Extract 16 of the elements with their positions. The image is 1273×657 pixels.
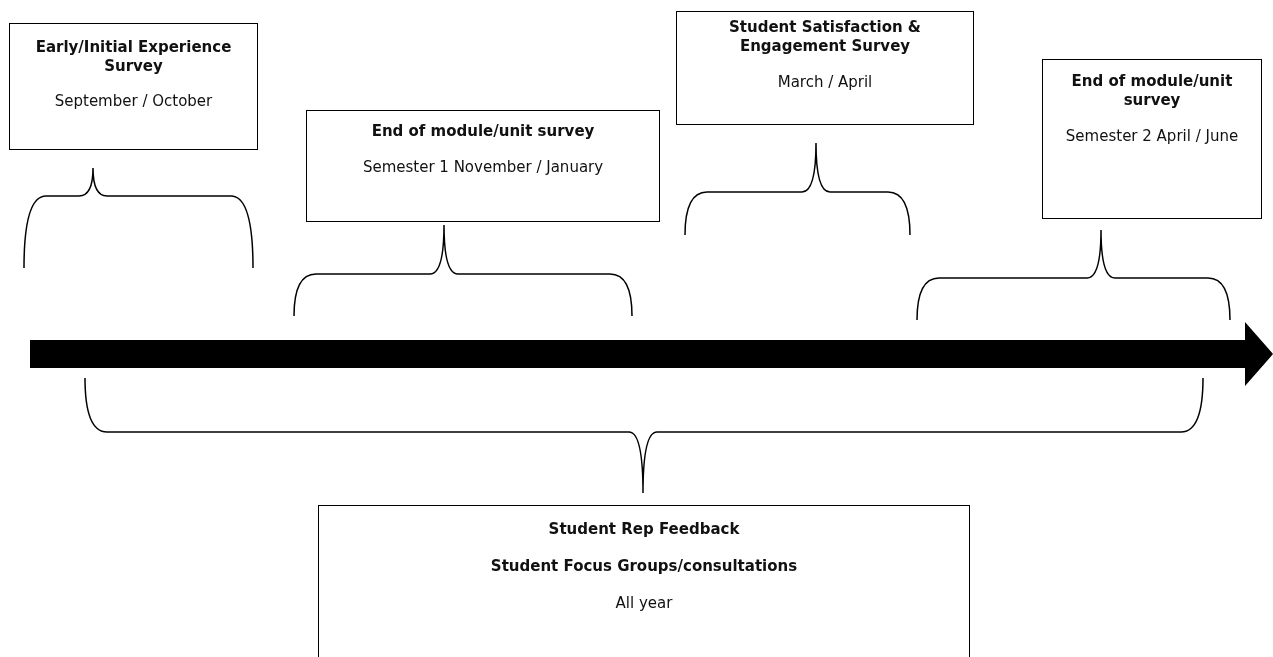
text-box (318, 505, 970, 657)
survey-title: End of module/unit survey (371, 122, 595, 141)
survey-title: Student Satisfaction & Engagement Survey (728, 18, 922, 56)
timeframe-text: All year (615, 594, 673, 613)
survey-title: Student Focus Groups/consultations (490, 557, 798, 576)
timeframe-text: September / October (54, 92, 213, 111)
timeframe-text: Semester 2 April / June (1065, 127, 1239, 146)
text-box (306, 110, 660, 222)
text-box (1042, 59, 1262, 219)
survey-title: Early/Initial Experience Survey (34, 38, 233, 76)
timeframe-text: Semester 1 November / January (362, 158, 604, 177)
text-box (9, 23, 258, 150)
survey-title: End of module/unit survey (1070, 72, 1234, 110)
text-box (676, 11, 974, 125)
timeframe-text: March / April (777, 73, 873, 92)
survey-title: Student Rep Feedback (548, 520, 740, 539)
